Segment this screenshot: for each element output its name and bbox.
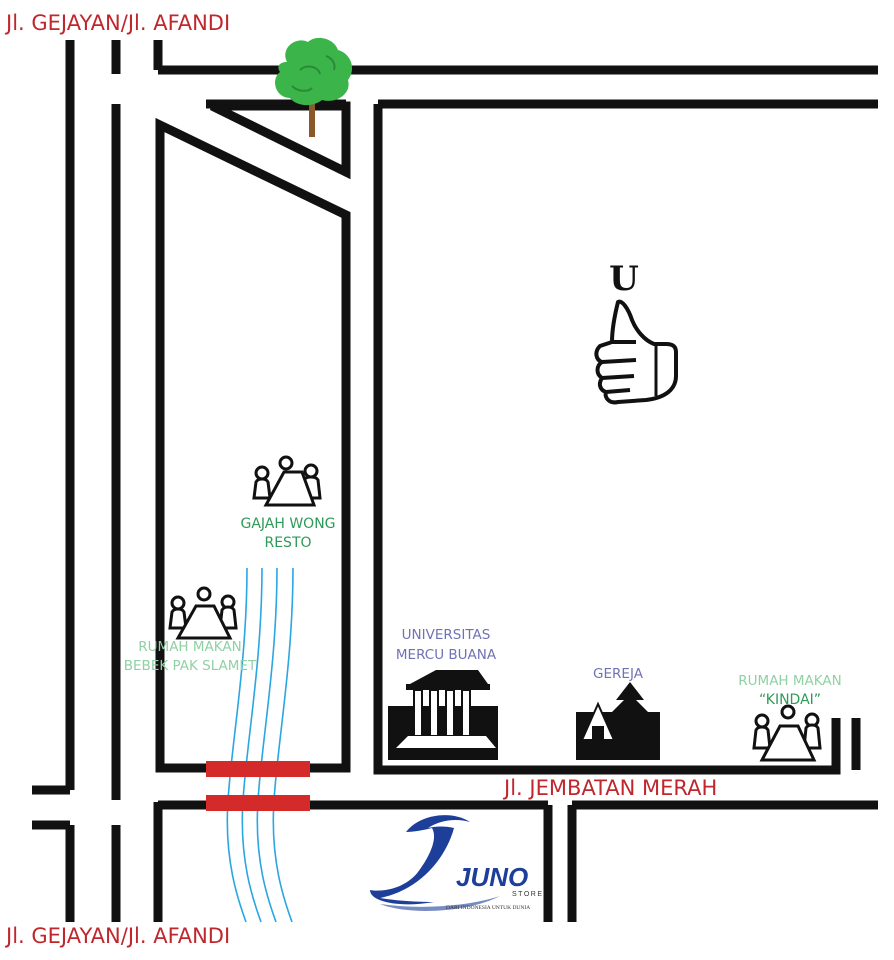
restaurant-table-icon xyxy=(752,704,822,762)
juno-store-logo: JUNO STORE DARI INDONESIA UNTUK DUNIA xyxy=(370,815,544,911)
place-kindai-line1: RUMAH MAKAN xyxy=(738,673,841,689)
restaurant-table-icon xyxy=(168,586,238,640)
place-bebek-pak-slamet: RUMAH MAKAN BEBEK PAK SLAMET xyxy=(124,586,257,674)
logo-sub: STORE xyxy=(512,891,544,898)
street-label-jembatan-merah: Jl. JEMBATAN MERAH xyxy=(502,776,717,800)
street-label-bottom: Jl. GEJAYAN/Jl. AFANDI xyxy=(4,924,230,948)
place-universitas-line2: MERCU BUANA xyxy=(396,647,497,663)
bridge xyxy=(206,761,310,811)
block-east xyxy=(373,104,841,775)
tree-crown xyxy=(275,37,353,106)
river-line xyxy=(272,567,294,923)
river-line xyxy=(241,567,263,923)
logo-swoosh xyxy=(370,815,470,905)
place-bebek-line2: BEBEK PAK SLAMET xyxy=(124,658,257,674)
place-gereja-label: GEREJA xyxy=(593,666,644,682)
destination-letter: U xyxy=(609,259,639,299)
place-gajah-wong-line2: RESTO xyxy=(264,535,311,551)
place-gajah-wong: GAJAH WONG RESTO xyxy=(240,455,336,551)
place-universitas-line1: UNIVERSITAS xyxy=(402,627,491,643)
place-gereja: GEREJA xyxy=(576,666,660,760)
logo-tagline: DARI INDONESIA UNTUK DUNIA xyxy=(446,905,530,911)
church-icon xyxy=(576,682,660,760)
place-gajah-wong-line1: GAJAH WONG xyxy=(240,516,335,532)
river xyxy=(226,567,294,923)
tree-trunk xyxy=(309,95,315,137)
street-label-top: Jl. GEJAYAN/Jl. AFANDI xyxy=(4,11,230,35)
block-west xyxy=(155,117,351,773)
road-network xyxy=(32,40,878,922)
logo-swoosh-highlight xyxy=(380,896,500,911)
restaurant-table-icon xyxy=(252,455,322,507)
block-triangle xyxy=(210,101,351,180)
bridge-rail-north xyxy=(206,761,310,777)
destination-marker: U xyxy=(594,259,678,405)
river-line xyxy=(226,567,248,923)
logo-brand: JUNO xyxy=(456,862,528,892)
tree-crown-shade xyxy=(291,55,336,92)
place-kindai: RUMAH MAKAN “KINDAI” xyxy=(738,673,842,762)
bridge-rail-south xyxy=(206,795,310,811)
place-bebek-line1: RUMAH MAKAN xyxy=(138,639,241,655)
river-line xyxy=(256,567,278,923)
tree-icon xyxy=(275,37,353,137)
university-building-icon xyxy=(388,670,498,760)
place-kindai-line2: “KINDAI” xyxy=(759,692,821,708)
place-universitas: UNIVERSITAS MERCU BUANA xyxy=(388,627,498,760)
thumbs-up-icon xyxy=(594,299,678,405)
